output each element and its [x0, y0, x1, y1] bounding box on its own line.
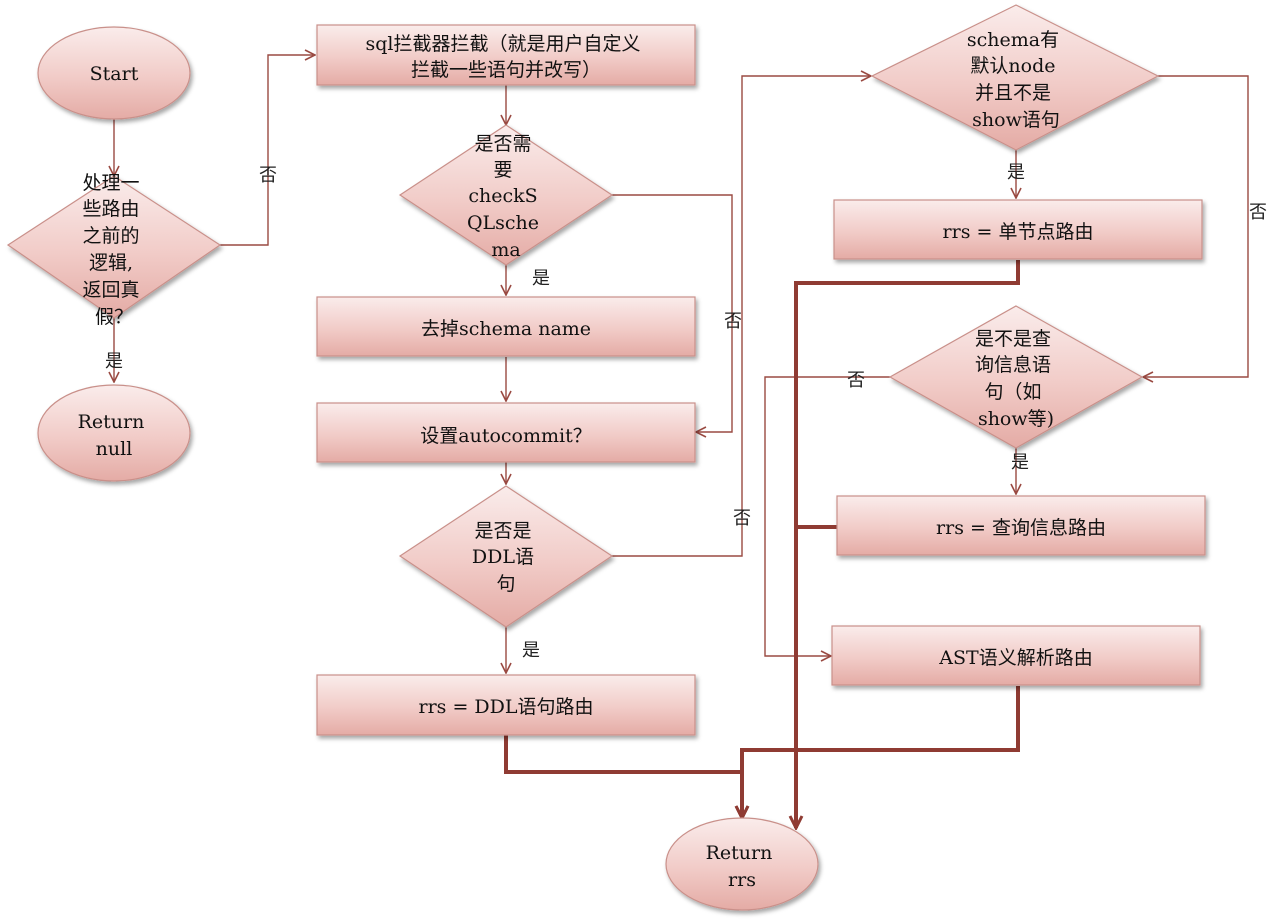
node-return-rrs-label: Return rrs [706, 842, 779, 891]
return-connectors [504, 260, 1020, 828]
node-set-autocommit: 设置autocommit？ [316, 402, 696, 463]
edge-schema-default-no [1143, 75, 1249, 377]
node-ast-route-label: AST语义解析路由 [938, 647, 1092, 669]
node-single-route-label: rrs = 单节点路由 [943, 221, 1094, 243]
node-schema-default-decision: schema有 默认node 并且不是 show语句 [870, 4, 1160, 151]
node-check-schema-decision: 是否需 要 checkS QLsche ma [398, 124, 614, 266]
label-pre-route-yes: 是 [105, 351, 123, 372]
label-check-schema-no: 否 [724, 311, 742, 332]
node-ast-route: AST语义解析路由 [831, 625, 1201, 686]
label-schema-default-yes: 是 [1007, 162, 1025, 183]
node-remove-schema: 去掉schema name [316, 296, 696, 357]
node-return-rrs: Return rrs [665, 817, 819, 911]
node-ddl-route-label: rrs = DDL语句路由 [419, 696, 594, 718]
node-check-schema-label: 是否需 要 checkS QLsche ma [467, 133, 545, 261]
edge-ddl-route-to-return [504, 735, 742, 818]
edge-ast-route-to-return [742, 686, 1020, 818]
node-start-label: Start [90, 63, 139, 85]
label-is-ddl-yes: 是 [522, 640, 540, 661]
node-is-query-info-decision: 是不是查 询信息语 句（如 show等) [888, 305, 1144, 449]
node-return-null: Return null [37, 384, 191, 482]
edge-is-ddl-no [612, 76, 871, 557]
edge-labels: 否 是 是 否 是 否 是 否 是 否 [105, 162, 1267, 661]
node-return-null-label: Return null [78, 411, 151, 460]
node-is-ddl-label: 是否是 DDL语 句 [472, 520, 540, 595]
node-single-route: rrs = 单节点路由 [833, 199, 1203, 260]
node-remove-schema-label: 去掉schema name [421, 318, 591, 340]
node-pre-route-decision: 处理一 些路由 之前的 逻辑, 返回真 假？ [6, 172, 222, 328]
label-pre-route-no: 否 [259, 165, 277, 186]
node-set-autocommit-label: 设置autocommit？ [420, 425, 591, 447]
label-schema-default-no: 否 [1249, 202, 1267, 223]
node-query-info-route-label: rrs = 查询信息路由 [936, 517, 1106, 539]
edge-check-schema-no [612, 194, 733, 432]
edge-pre-route-no [220, 55, 315, 246]
label-check-schema-yes: 是 [532, 268, 550, 289]
label-is-ddl-no: 否 [733, 508, 751, 529]
node-sql-intercept-label: sql拦截器拦截（就是用户自定义 拦截一些语句并改写） [365, 33, 646, 81]
node-pre-route-label: 处理一 些路由 之前的 逻辑, 返回真 假？ [82, 172, 145, 328]
node-is-ddl-decision: 是否是 DDL语 句 [398, 485, 614, 628]
edge-single-route-to-return [796, 260, 1020, 828]
node-is-query-info-label: 是不是查 询信息语 句（如 show等) [975, 328, 1057, 430]
node-query-info-route: rrs = 查询信息路由 [836, 495, 1206, 556]
label-is-query-info-no: 否 [847, 370, 865, 391]
node-schema-default-label: schema有 默认node 并且不是 show语句 [967, 29, 1065, 131]
node-sql-intercept: sql拦截器拦截（就是用户自定义 拦截一些语句并改写） [316, 24, 696, 86]
node-ddl-route: rrs = DDL语句路由 [316, 674, 696, 736]
node-start: Start [37, 26, 191, 120]
label-is-query-info-yes: 是 [1011, 452, 1029, 473]
